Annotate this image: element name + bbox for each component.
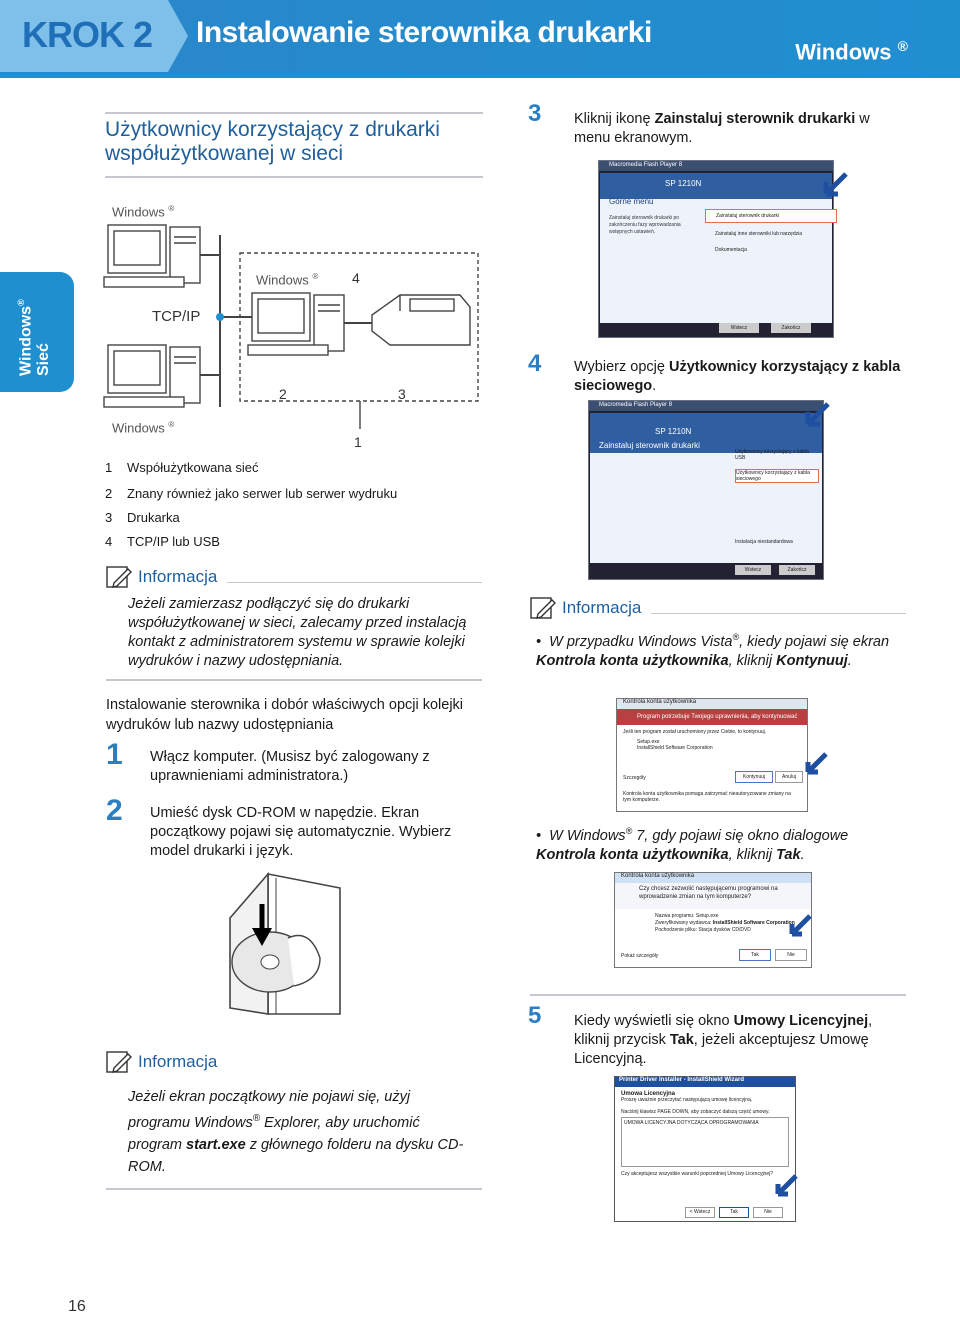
license-dialog: Printer Driver Installer - InstallShield… <box>614 1076 796 1222</box>
diagram-bottom-label: Windows ® <box>112 420 175 436</box>
exit-button[interactable]: Zakończ <box>771 323 811 333</box>
arrow-icon <box>805 402 830 427</box>
cd-insert-illustration <box>229 871 341 1015</box>
diagram-callout-1: 1 <box>354 434 362 450</box>
page-number: 16 <box>68 1298 86 1315</box>
note-box: Informacja Jeżeli ekran początkowy nie p… <box>106 1050 482 1190</box>
note-text: Jeżeli zamierzasz podłączyć się do druka… <box>128 596 467 669</box>
screenshot-install-driver: Macromedia Flash Player 8 SP 1210N Zains… <box>588 400 824 580</box>
pencil-note-icon <box>106 566 132 588</box>
step-number: 5 <box>528 1002 542 1029</box>
step-text: Wybierz opcję Użytkownicy korzystający z… <box>574 359 901 394</box>
step-number: 4 <box>528 350 542 377</box>
screenshot-top-menu: Macromedia Flash Player 8 SP 1210N Górne… <box>598 160 837 338</box>
model-label: SP 1210N <box>655 427 692 436</box>
network-diagram <box>103 224 479 429</box>
exit-button[interactable]: Zakończ <box>779 565 815 575</box>
diagram-top-label: Windows ® <box>112 204 175 220</box>
diagram-callout-4: 4 <box>352 270 360 286</box>
arrow-icon <box>775 1174 798 1197</box>
uac-win7-dialog: Kontrola konta użytkownika Czy chcesz ze… <box>614 872 812 968</box>
model-label: SP 1210N <box>665 179 702 188</box>
step-text: Kiedy wyświetli się okno Umowy Licencyjn… <box>574 1013 873 1067</box>
step-badge: KROK 2 <box>22 14 153 55</box>
back-button[interactable]: Wstecz <box>719 323 759 333</box>
note-box: Informacja Jeżeli zamierzasz podłączyć s… <box>106 565 482 681</box>
step-text: Kliknij ikonę Zainstaluj sterownik druka… <box>574 111 870 146</box>
divider <box>530 994 906 996</box>
diagram-callout-3: 3 <box>398 386 406 402</box>
side-tab: Windows® Sieć <box>0 272 74 392</box>
note-text: Jeżeli ekran początkowy nie pojawi się, … <box>128 1089 464 1175</box>
note-label: Informacja <box>138 1052 218 1071</box>
note-label: Informacja <box>138 567 218 586</box>
note-label: Informacja <box>562 598 642 617</box>
step-number: 3 <box>528 100 542 127</box>
cancel-button[interactable]: Anuluj <box>775 771 803 783</box>
yes-button[interactable]: Tak <box>719 1207 749 1218</box>
diagram-tcpip-label: TCP/IP <box>152 308 201 325</box>
pencil-note-icon <box>530 597 556 619</box>
divider <box>105 176 483 178</box>
yes-button[interactable]: Tak <box>739 949 771 961</box>
page-header: KROK 2 Instalowanie sterownika drukarki … <box>0 0 960 80</box>
step-text: Włącz komputer. (Musisz być zalogowany z… <box>150 749 430 784</box>
note-bullet: • W Windows® 7, gdy pojawi się okno dial… <box>536 826 849 863</box>
divider <box>105 112 483 114</box>
note-bullet: • W przypadku Windows Vista®, kiedy poja… <box>536 632 890 669</box>
continue-button[interactable]: Kontynuuj <box>735 771 773 783</box>
window-title: Macromedia Flash Player 8 <box>609 162 683 168</box>
license-text-area[interactable]: UMOWA LICENCYJNA DOTYCZĄCA OPROGRAMOWANI… <box>621 1117 789 1167</box>
install-driver-menu-item[interactable]: Zainstaluj sterownik drukarki <box>705 209 837 223</box>
header-rule <box>0 74 960 78</box>
diagram-server-label: Windows ® <box>256 272 319 288</box>
step-number: 2 <box>106 794 123 827</box>
no-button[interactable]: Nie <box>775 949 807 961</box>
header-background <box>0 0 960 74</box>
diagram-callout-2: 2 <box>279 386 287 402</box>
step-number: 1 <box>106 738 123 771</box>
menu-title: Górne menu <box>609 197 654 206</box>
arrow-icon <box>789 914 812 937</box>
page-title: Instalowanie sterownika drukarki <box>196 16 652 49</box>
step-text: Umieść dysk CD-ROM w napędzie. Ekran poc… <box>150 805 452 859</box>
back-button[interactable]: < Wstecz <box>685 1207 715 1218</box>
uac-vista-dialog: Kontrola konta użytkownika Program potrz… <box>616 698 808 812</box>
pencil-note-icon <box>106 1051 132 1073</box>
subheading: Instalowanie sterownika i dobór właściwy… <box>106 697 464 733</box>
back-button[interactable]: Wstecz <box>735 565 771 575</box>
arrow-icon <box>805 752 828 775</box>
side-tab-label: Windows® Sieć <box>16 299 53 376</box>
os-label: Windows ® <box>795 38 908 65</box>
network-cable-option[interactable]: Użytkownicy korzystający z kabla sieciow… <box>735 469 819 483</box>
note-box: Informacja • W przypadku Windows Vista®,… <box>530 596 906 671</box>
no-button[interactable]: Nie <box>753 1207 783 1218</box>
arrow-icon <box>823 172 848 197</box>
section-title: Użytkownicy korzystający z drukarki wspó… <box>105 118 440 165</box>
window-title: Macromedia Flash Player 8 <box>599 402 673 408</box>
